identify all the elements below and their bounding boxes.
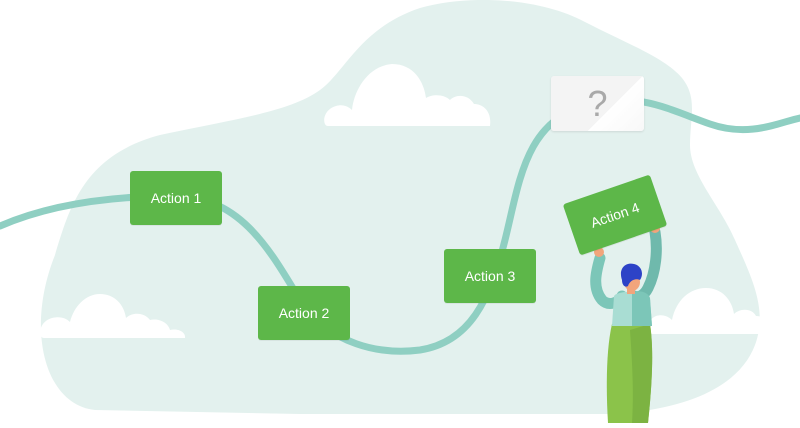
- action-label-1: Action 1: [150, 190, 202, 206]
- question-mark: ?: [587, 82, 608, 124]
- person-figure: [590, 223, 662, 423]
- action-box-2: Action 2: [258, 286, 350, 340]
- person-hair: [620, 263, 642, 287]
- cloud-icon: [40, 294, 186, 338]
- action-label-2: Action 2: [278, 305, 330, 321]
- question-box: ?: [551, 76, 644, 131]
- action-label-4: Action 4: [588, 199, 642, 231]
- action-label-3: Action 3: [464, 268, 516, 284]
- action-box-3: Action 3: [444, 249, 536, 303]
- cloud-icon: [647, 288, 772, 334]
- action-box-1: Action 1: [130, 171, 222, 225]
- cloud-icon: [324, 64, 491, 126]
